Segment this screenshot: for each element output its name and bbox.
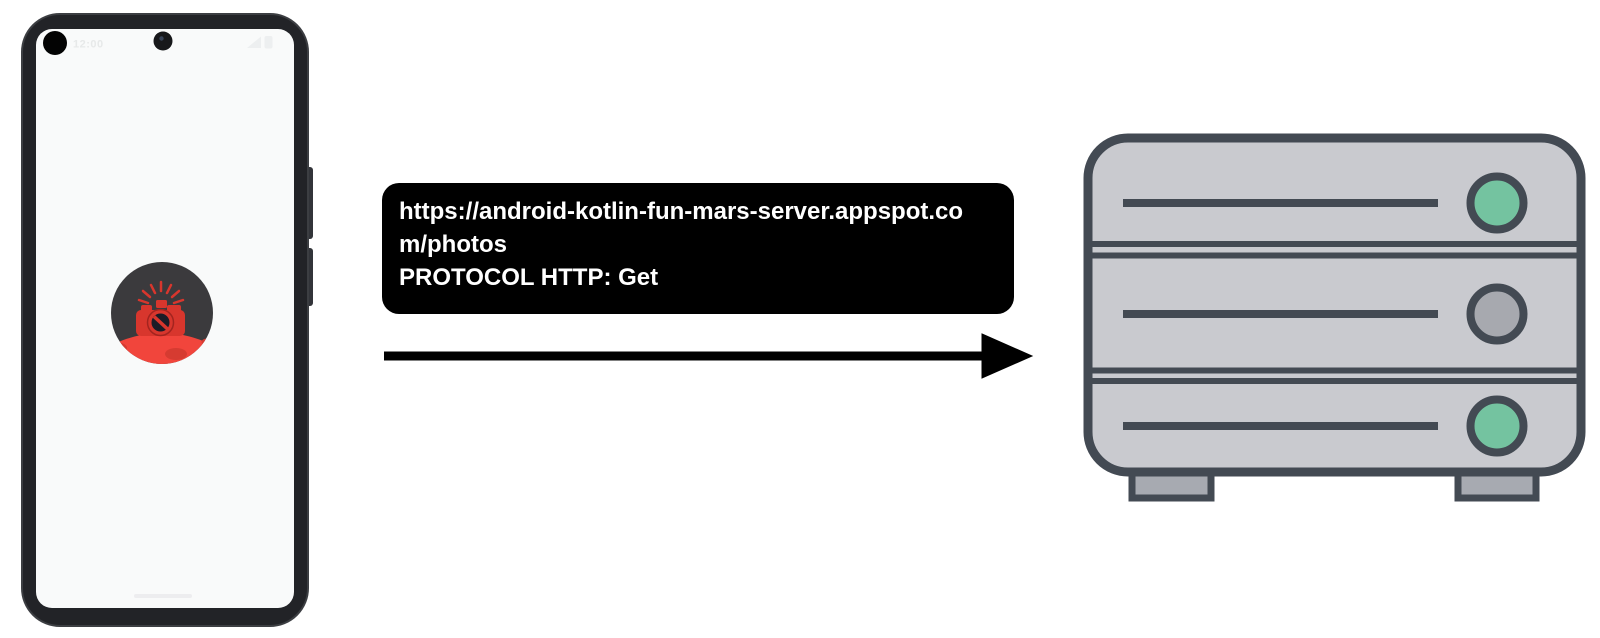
request-url: https://android-kotlin-fun-mars-server.a… — [399, 198, 964, 258]
server-rack-icon — [1083, 133, 1586, 502]
notification-dot — [43, 31, 67, 55]
punch-hole-camera-icon — [153, 31, 173, 51]
battery-icon — [264, 36, 273, 49]
camera-icon — [136, 280, 185, 337]
flash-rays — [137, 280, 185, 305]
server-chassis — [1083, 133, 1586, 477]
mars-crater — [165, 348, 187, 360]
arrow-head — [981, 333, 1034, 379]
camera-flash — [156, 300, 167, 308]
request-box: https://android-kotlin-fun-mars-server.a… — [382, 183, 1014, 314]
drive-slots — [1123, 199, 1438, 430]
server-led-bottom — [1466, 395, 1528, 457]
lens-glare-stripe — [152, 315, 169, 331]
phone-illustration: 12:00 — [21, 13, 313, 627]
camera-lens-glint — [159, 36, 164, 41]
status-time: 12:00 — [73, 39, 104, 51]
signal-icon — [247, 36, 261, 48]
server-led-top — [1466, 172, 1528, 234]
nav-handle — [134, 594, 192, 598]
server-led-middle — [1466, 283, 1528, 345]
arrow-right-icon — [384, 333, 1034, 379]
rack-dividers — [1091, 241, 1578, 384]
request-protocol: PROTOCOL HTTP: Get — [399, 264, 659, 291]
